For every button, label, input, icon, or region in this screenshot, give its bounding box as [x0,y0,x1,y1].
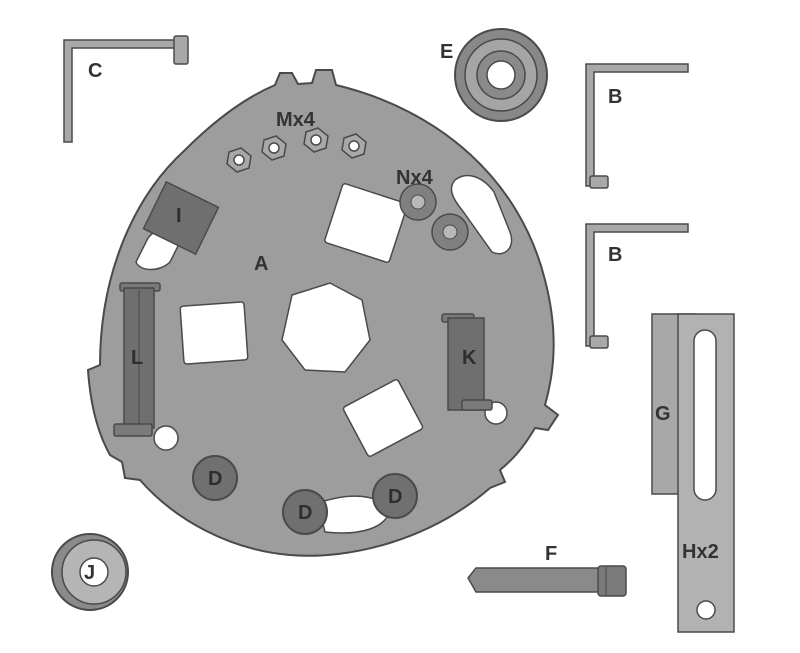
label-l: L [131,347,143,369]
label-j: J [84,562,95,584]
square-part-i [142,180,220,256]
washer-e [454,28,548,122]
label-g: G [655,403,671,425]
label-d-3: D [388,486,402,508]
label-c: C [88,60,102,82]
base-plate-a [86,69,560,557]
nuts-n [399,183,469,251]
label-k: K [462,347,477,369]
bracket-b-bottom [585,223,689,349]
label-m: Mx4 [276,109,316,131]
bars-h [677,313,735,633]
label-a: A [254,253,268,275]
label-i: I [176,205,182,227]
bolt-f [467,565,627,597]
clip-part-l [113,282,161,437]
nuts-m [226,127,367,173]
bracket-c [63,35,189,143]
bracket-b-top [585,63,689,189]
spacers-d [192,455,418,535]
label-b-top: B [608,86,622,108]
label-d-1: D [208,468,222,490]
label-f: F [545,543,557,565]
label-e: E [440,41,453,63]
label-h: Hx2 [682,541,719,563]
label-d-2: D [298,502,312,524]
nut-j [51,533,129,611]
label-n: Nx4 [396,167,434,189]
label-b-bottom: B [608,244,622,266]
clip-part-k [441,313,493,411]
